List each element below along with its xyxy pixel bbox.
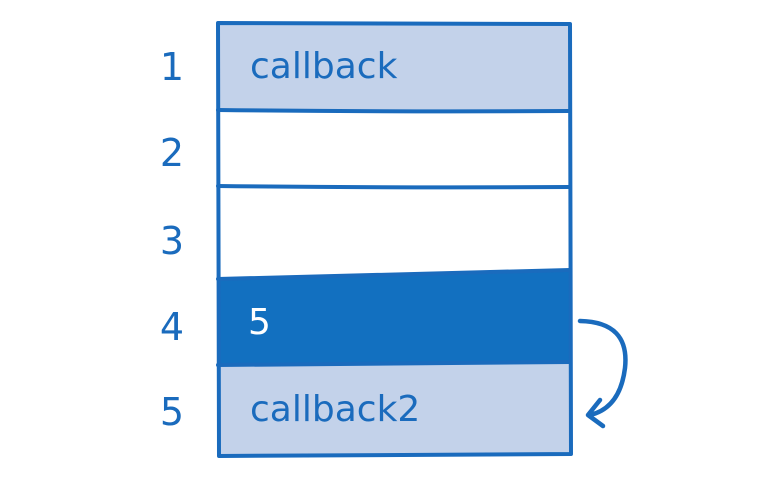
row-1-content: callback: [250, 46, 398, 87]
arrow-head-icon: [585, 397, 606, 429]
row-number-2: 2: [159, 131, 185, 175]
row-number-3: 3: [159, 219, 185, 263]
row-3-cell: [218, 186, 570, 279]
stack-outline: [216, 21, 573, 458]
row-number-4: 4: [159, 305, 185, 349]
row-5-cell: [218, 362, 570, 456]
row-4-cell: [218, 270, 570, 365]
divider-3-4: [216, 268, 572, 281]
row-number-1: 1: [159, 45, 185, 89]
divider-1-2: [216, 108, 572, 114]
divider-2-3: [216, 184, 572, 190]
row-number-5: 5: [159, 390, 185, 434]
row-2-cell: [218, 110, 570, 187]
divider-4-5: [216, 360, 572, 367]
row-4-content: 5: [248, 302, 271, 343]
curved-arrow: [577, 318, 628, 418]
row-1-cell: [218, 23, 570, 111]
row-5-content: callback2: [250, 389, 421, 430]
